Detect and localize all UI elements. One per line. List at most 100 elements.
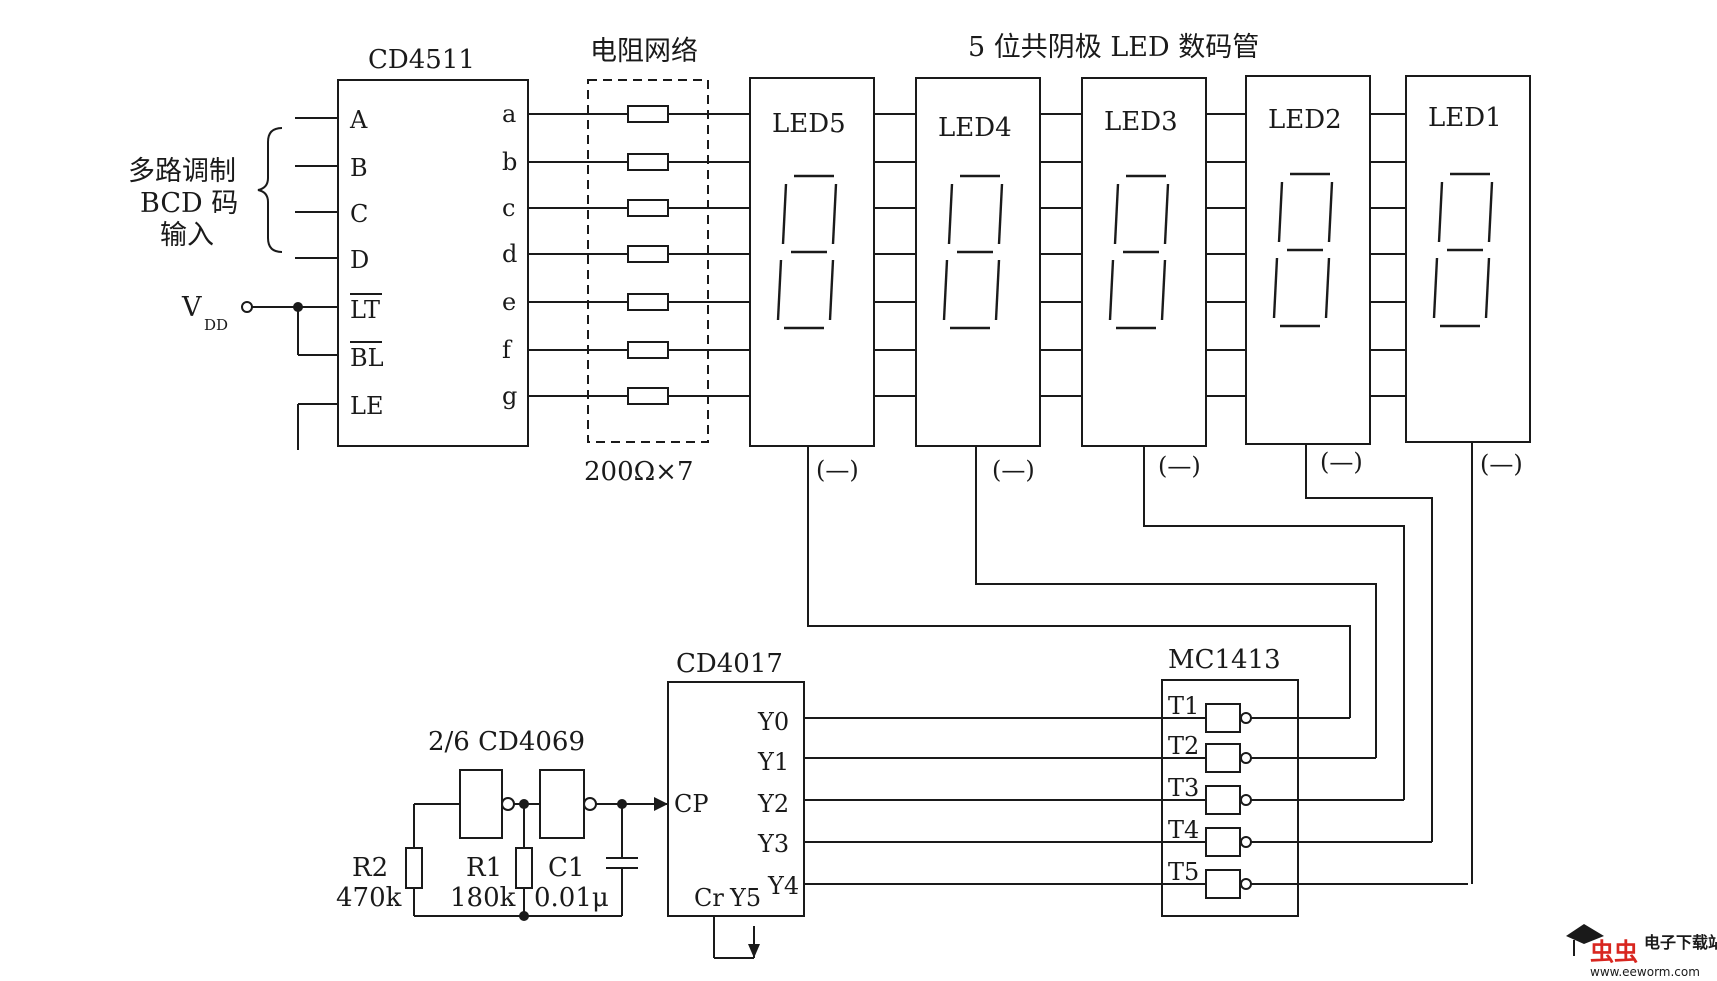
watermark-brand: 电子下载站 xyxy=(1644,933,1717,952)
pin-y2: Y2 xyxy=(757,790,789,818)
digit-segment xyxy=(942,259,949,321)
pin-y0: Y0 xyxy=(757,708,789,736)
inverter-2 xyxy=(539,769,585,839)
digit-segment xyxy=(1324,257,1331,319)
pin-le: LE xyxy=(350,392,383,420)
pin-g-output: g xyxy=(502,382,517,410)
pin-cr: Cr xyxy=(694,884,724,912)
r2-value: 470k xyxy=(336,883,402,913)
digit-segment xyxy=(1272,257,1279,319)
cd4017-counter: CD4017 CP Y0 Y1 Y2 Y3 Y4 Cr Y5 xyxy=(667,649,805,959)
network-resistor xyxy=(627,199,669,217)
driver-channel-label: T4 xyxy=(1168,816,1199,844)
digit-segment xyxy=(997,183,1004,245)
segment-bus xyxy=(874,113,1406,397)
pin-e-output: e xyxy=(502,288,516,316)
common-cathode-labels: (—)(—)(—)(—)(—) xyxy=(816,448,1523,484)
network-resistor xyxy=(627,387,669,405)
led-name: LED2 xyxy=(1268,105,1342,135)
digit-segment xyxy=(828,259,835,321)
led-name: LED1 xyxy=(1428,103,1502,133)
counter-to-driver-wires xyxy=(804,717,1162,885)
vdd-terminal xyxy=(241,301,253,313)
led-body xyxy=(1245,75,1371,445)
common-cathode-label: (—) xyxy=(1158,452,1201,480)
common-cathode-label: (—) xyxy=(1320,448,1363,476)
led-name: LED3 xyxy=(1104,107,1178,137)
input-label-line3: 输入 xyxy=(160,220,214,251)
common-cathode-label: (—) xyxy=(1480,450,1523,478)
driver-buffer xyxy=(1205,703,1241,733)
led-display: LED5 xyxy=(749,77,875,447)
resistor-network-title: 电阻网络 xyxy=(590,36,698,67)
digit-segment xyxy=(1108,259,1115,321)
network-resistor xyxy=(627,341,669,359)
led-body xyxy=(1405,75,1531,443)
driver-channel-label: T3 xyxy=(1168,774,1199,802)
pin-d-output: d xyxy=(502,240,517,268)
vdd-label: V xyxy=(181,292,202,323)
digit-segment xyxy=(1487,181,1494,243)
worm-logo-icon: 虫虫 xyxy=(1590,938,1638,966)
pin-y1: Y1 xyxy=(757,748,789,776)
pin-lt: LT xyxy=(350,296,380,324)
digit-segment xyxy=(1163,183,1170,245)
common-cathode-label: (—) xyxy=(992,456,1035,484)
site-watermark: 虫虫 电子下载站 www.eeworm.com xyxy=(1566,924,1717,979)
cd4511-body xyxy=(337,79,529,447)
digit-segment xyxy=(781,183,788,245)
resistor-network-value: 200Ω×7 xyxy=(584,457,694,487)
driver-buffer xyxy=(1205,869,1241,899)
pin-y4: Y4 xyxy=(767,872,799,900)
led-display: LED1 xyxy=(1405,75,1531,443)
r1-value: 180k xyxy=(450,883,516,913)
network-resistor xyxy=(627,293,669,311)
r2-name: R2 xyxy=(352,853,388,883)
vdd-subscript: DD xyxy=(204,316,228,334)
pin-c-output: c xyxy=(502,194,515,222)
pin-d-input: D xyxy=(350,246,369,274)
digit-segment xyxy=(1277,181,1284,243)
pin-cp: CP xyxy=(674,790,709,818)
led-display: LED2 xyxy=(1245,75,1371,445)
led-name: LED5 xyxy=(772,109,846,139)
r1-name: R1 xyxy=(466,853,502,883)
mc1413-title: MC1413 xyxy=(1168,645,1281,675)
network-resistor xyxy=(627,105,669,123)
cd4511-decoder: CD4511 A B C D LT BL LE a b c d e f g xyxy=(295,45,529,447)
oscillator-cd4069: 2/6 CD4069 R2 470k R1 180k C1 0.01μ xyxy=(336,727,668,921)
led-body xyxy=(749,77,875,447)
cd4017-title: CD4017 xyxy=(676,649,783,679)
pin-b-input: B xyxy=(350,154,368,182)
c1-value: 0.01μ xyxy=(534,883,609,913)
digit-segment xyxy=(1160,259,1167,321)
cd4017-body xyxy=(667,681,805,917)
pin-y3: Y3 xyxy=(757,830,789,858)
digit-segment xyxy=(1432,257,1439,319)
pin-b-output: b xyxy=(502,148,517,176)
led-display: LED4 xyxy=(915,77,1041,447)
watermark-url: www.eeworm.com xyxy=(1590,965,1700,979)
driver-buffer xyxy=(1205,785,1241,815)
led-display: LED3 xyxy=(1081,77,1207,447)
inverter-1 xyxy=(459,769,503,839)
displays-title: 5 位共阴极 LED 数码管 xyxy=(968,32,1259,63)
digit-segment xyxy=(994,259,1001,321)
digit-segment xyxy=(776,259,783,321)
driver-channel-label: T5 xyxy=(1168,858,1199,886)
pin-c-input: C xyxy=(350,200,368,228)
pin-a-output: a xyxy=(502,100,516,128)
graduation-cap-icon xyxy=(1566,924,1604,944)
common-return-wires xyxy=(807,442,1473,884)
input-label-line1: 多路调制 xyxy=(128,156,236,187)
digit-segment xyxy=(831,183,838,245)
digit-segment xyxy=(1113,183,1120,245)
resistor-network-boundary xyxy=(587,79,709,443)
bcd-input-label: 多路调制 BCD 码 输入 xyxy=(128,127,283,253)
vdd-supply: V DD xyxy=(181,292,338,450)
led-name: LED4 xyxy=(938,113,1012,143)
input-label-line2: BCD 码 xyxy=(140,188,238,219)
driver-channel-label: T1 xyxy=(1168,692,1199,720)
